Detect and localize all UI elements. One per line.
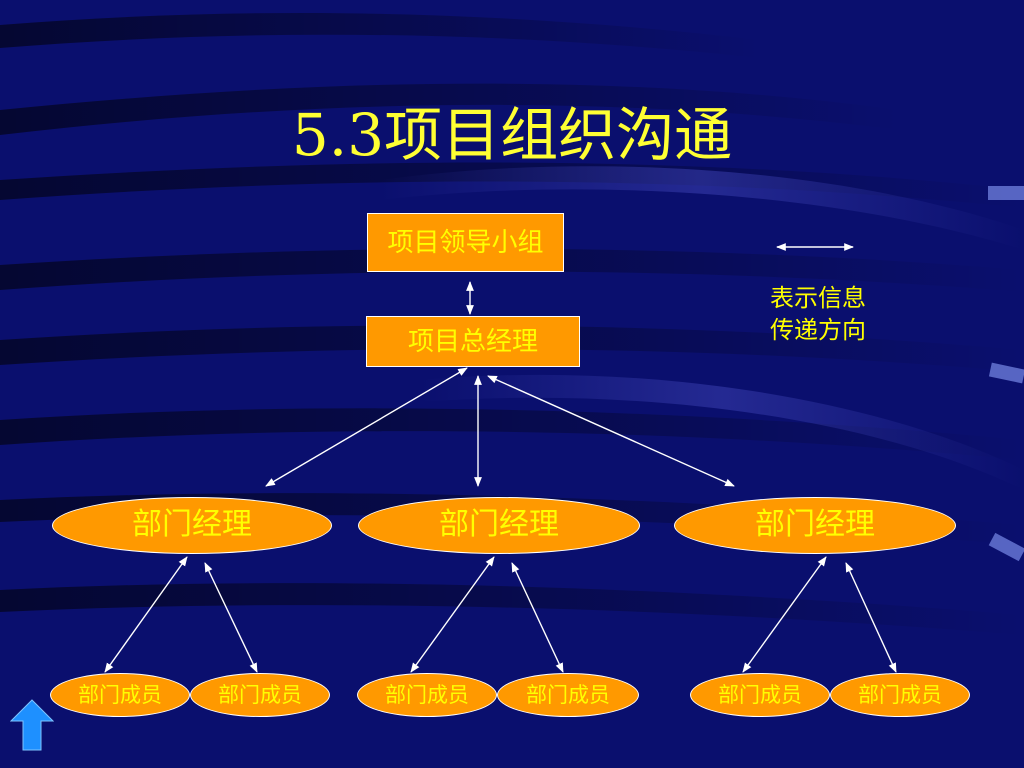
dept-member-node: 部门成员	[50, 673, 190, 717]
legend-text: 表示信息 传递方向	[738, 282, 898, 346]
dept-member-node: 部门成员	[497, 673, 639, 717]
dept-manager-node: 部门经理	[52, 497, 332, 554]
slide-title: 5.3项目组织沟通	[291, 101, 733, 169]
up-arrow-icon[interactable]	[10, 699, 54, 751]
dept-manager-node: 部门经理	[358, 497, 640, 554]
manager-2-to-member-4-connector	[511, 562, 564, 673]
general-manager-node: 项目总经理	[366, 316, 580, 367]
manager-1-to-member-2-connector	[204, 562, 258, 673]
manager-3-to-member-5-connector	[742, 556, 827, 673]
dept-member-node: 部门成员	[190, 673, 330, 717]
manager-1-to-member-1-connector	[104, 556, 188, 673]
dept-member-node: 部门成员	[690, 673, 830, 717]
manager-3-to-member-6-connector	[845, 562, 897, 673]
manager-2-to-member-3-connector	[410, 556, 495, 673]
gm-to-manager-1-connector	[265, 367, 468, 487]
gm-to-manager-3-connector	[487, 375, 735, 487]
dept-manager-node: 部门经理	[674, 497, 956, 554]
dept-member-node: 部门成员	[357, 673, 497, 717]
dept-member-node: 部门成员	[830, 673, 970, 717]
legend-line-1: 表示信息	[770, 284, 866, 312]
legend-line-2: 传递方向	[770, 316, 866, 344]
leadership-group-node: 项目领导小组	[367, 213, 564, 272]
